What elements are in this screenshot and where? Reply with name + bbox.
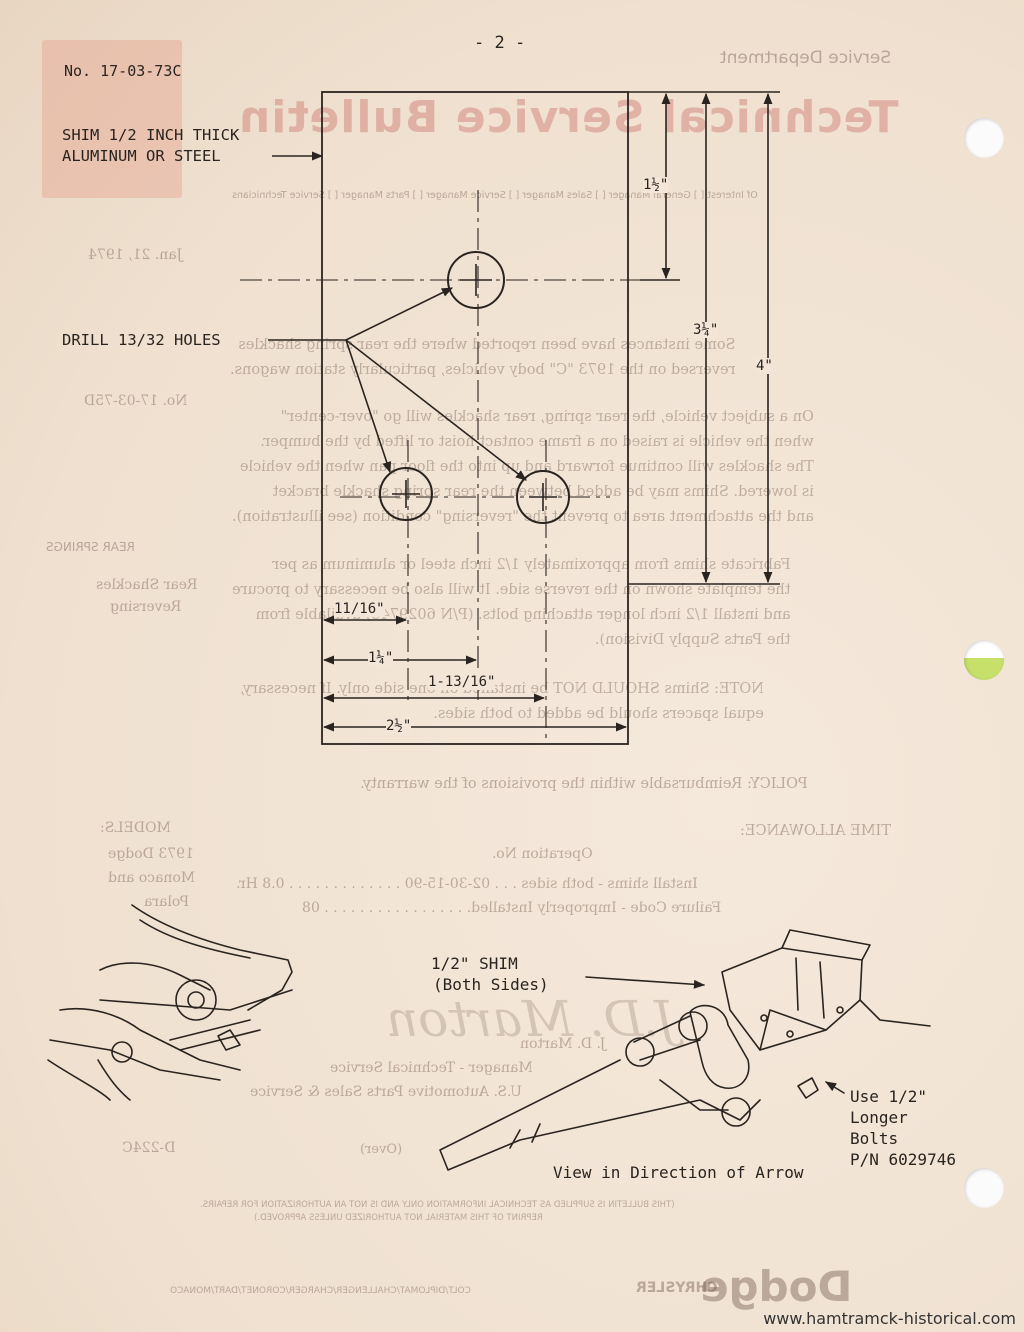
- illus-shim-label-line2: (Both Sides): [433, 975, 549, 994]
- doc-number: No. 17-03-73C: [64, 62, 182, 80]
- dim-1-13-16-label: 1-13/16": [428, 674, 496, 690]
- hole-punch-bottom: [964, 1168, 1004, 1208]
- site-watermark: www.hamtramck-historical.com: [763, 1309, 1016, 1328]
- dim-3-quarter-label: 3¼": [693, 322, 719, 338]
- dim-1-quarter-label: 1¼": [368, 650, 394, 666]
- bolts-label-line2: Longer: [850, 1108, 908, 1127]
- drill-label: DRILL 13/32 HOLES: [62, 331, 221, 349]
- page-number: - 2 -: [474, 33, 526, 53]
- dim-2-half-label: 2½": [386, 718, 412, 734]
- vehicle-rear-sketch: [47, 904, 293, 1101]
- dodge-logo-ghost: [42, 40, 182, 198]
- shim-label-line1: SHIM 1/2 INCH THICK: [62, 126, 240, 144]
- hole-punch-top: [964, 118, 1004, 158]
- illus-shim-label-line1: 1/2" SHIM: [431, 954, 518, 973]
- dim-1-half-label: 1½": [643, 177, 669, 193]
- dim-4-label: 4": [756, 358, 773, 374]
- shim-label-line2: ALUMINUM OR STEEL: [62, 147, 221, 165]
- shackle-bracket-sketch: [439, 929, 931, 1171]
- bolts-label-line3: Bolts: [850, 1129, 899, 1148]
- bolts-label-line4: P/N 6029746: [850, 1150, 956, 1169]
- illustration-caption: View in Direction of Arrow: [553, 1163, 804, 1182]
- bolts-label-line1: Use 1/2": [850, 1087, 928, 1106]
- dim-11-16-label: 11/16": [334, 601, 385, 617]
- hole-punch-middle: [964, 640, 1004, 680]
